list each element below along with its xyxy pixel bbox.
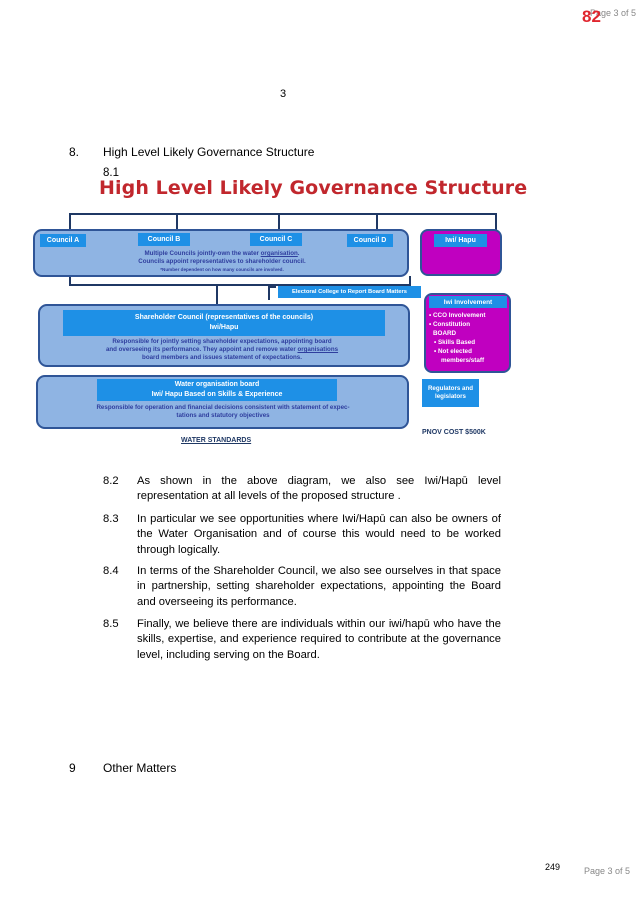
connector [268, 286, 270, 300]
diagram-title: High Level Likely Governance Structure [99, 177, 528, 199]
council-c-box: Council C [250, 233, 302, 246]
councils-panel [33, 229, 409, 277]
water-board-text-2: tations and statutory objectives [176, 412, 270, 419]
iwi-bullet-2-text: Constitution [432, 321, 471, 328]
footer-page-total: 249 [545, 862, 561, 872]
iwi-bullet-3: BOARD [433, 330, 456, 338]
paragraph-8-5: 8.5 Finally, we believe there are indivi… [103, 617, 501, 665]
connector [216, 284, 218, 306]
paragraph-number: 8.5 [103, 618, 119, 630]
connector [69, 276, 71, 286]
connector [69, 213, 71, 233]
paragraph-text: In particular we see opportunities where… [137, 513, 501, 556]
paragraph-text: In terms of the Shareholder Council, we … [137, 565, 501, 608]
paragraph-8-4: 8.4 In terms of the Shareholder Council,… [103, 564, 501, 612]
councils-text-1-end: . [297, 250, 300, 257]
shareholder-text-link: organisations [297, 346, 339, 353]
council-b-box: Council B [138, 233, 190, 246]
paragraph-8-3: 8.3 In particular we see opportunities w… [103, 512, 501, 560]
iwi-sub-bullet-1: • Skills Based [434, 339, 476, 346]
section-9-title: Other Matters [103, 761, 177, 775]
section-title: High Level Likely Governance Structure [103, 145, 315, 159]
connector [376, 213, 378, 233]
water-board-text-1: Responsible for operation and financial … [96, 404, 350, 411]
water-board-box: Water organisation board Iwi/ Hapu Based… [97, 379, 337, 401]
shareholder-council-sub: Iwi/Hapu [209, 324, 239, 331]
council-d-box: Council D [347, 234, 393, 247]
shareholder-text-3: board members and issues statement of ex… [142, 354, 302, 361]
shareholder-council-title: Shareholder Council (representatives of … [134, 314, 314, 321]
footer-page-of: Page 3 of 5 [584, 866, 631, 876]
page-stamp: 82 [582, 7, 601, 26]
councils-note: *Number dependent on how many councils a… [160, 267, 284, 272]
councils-text-2: Councils appoint representatives to shar… [138, 258, 306, 265]
iwi-bullet-1: • CCO Involvement [429, 312, 486, 319]
shareholder-text-1: Responsible for jointly setting sharehol… [112, 338, 332, 345]
connector [409, 276, 411, 286]
section-number: 8. [69, 145, 80, 159]
council-a-box: Council A [40, 234, 86, 247]
electoral-college-box: Electoral College to Report Board Matter… [278, 286, 421, 298]
connector [278, 213, 280, 233]
paragraph-8-2: 8.2 As shown in the above diagram, we al… [103, 474, 501, 508]
councils-description: Multiple Councils jointly-own the water … [77, 250, 367, 274]
iwi-sub-bullet-1-text: Skills Based [437, 339, 476, 346]
paragraph-number: 8.3 [103, 513, 119, 525]
top-connector [69, 213, 497, 215]
shareholder-council-box: Shareholder Council (representatives of … [63, 310, 385, 336]
water-board-description: Responsible for operation and financial … [43, 404, 403, 420]
iwi-sub-bullet-2: • Not elected [434, 348, 472, 355]
connector [268, 286, 276, 288]
councils-text-link: organisation [260, 250, 298, 257]
iwi-involvement-box: Iwi Involvement [429, 296, 507, 308]
shareholder-text-2: and overseeing its performance. They app… [105, 346, 298, 353]
iwi-hapu-box: Iwi/ Hapu [434, 234, 487, 247]
iwi-bullet-2: • Constitution [429, 321, 471, 328]
iwi-sub-bullet-2-text: Not elected [437, 348, 472, 355]
connector [69, 284, 411, 286]
header-page-of: Page 3 of 5 [590, 8, 637, 18]
water-board-sub: Iwi/ Hapu Based on Skills & Experience [151, 391, 283, 398]
water-standards: WATER STANDARDS [181, 437, 252, 444]
paragraph-number: 8.4 [103, 565, 119, 577]
regulators-box: Regulators and legislators [422, 379, 479, 407]
page-number: 3 [280, 88, 287, 100]
iwi-sub-bullet-3-text: members/staff [441, 357, 485, 364]
governance-diagram: High Level Likely Governance Structure C… [33, 176, 527, 448]
section-9-number: 9 [69, 761, 76, 775]
paragraph-text: As shown in the above diagram, we also s… [137, 475, 501, 503]
connector [495, 213, 497, 233]
pnov-cost: PNOV COST $500K [422, 429, 486, 436]
iwi-bullet-3-text: BOARD [433, 330, 457, 337]
water-board-title: Water organisation board [174, 381, 260, 388]
iwi-sub-bullet-3: members/staff [441, 357, 484, 365]
paragraph-number: 8.2 [103, 475, 119, 487]
paragraph-text: Finally, we believe there are individual… [137, 618, 501, 661]
councils-text-1: Multiple Councils jointly-own the water [144, 250, 261, 257]
item-number: 8.1 [103, 167, 119, 179]
connector [176, 213, 178, 233]
shareholder-council-description: Responsible for jointly setting sharehol… [42, 338, 402, 362]
iwi-bullet-1-text: CCO Involvement [432, 312, 486, 319]
